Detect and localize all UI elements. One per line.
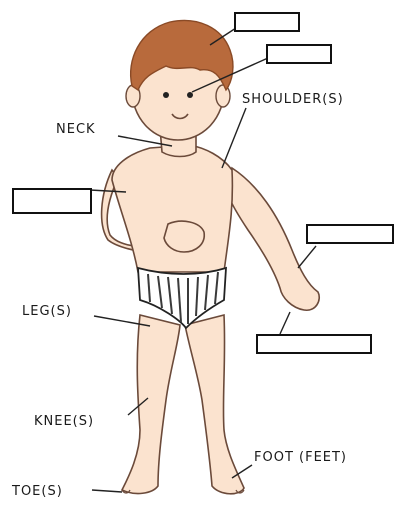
label-knees: KNEE(S) bbox=[34, 414, 94, 429]
label-neck: NECK bbox=[56, 122, 96, 137]
blank-box-hand[interactable] bbox=[256, 334, 372, 354]
right-eye bbox=[187, 92, 193, 98]
blank-box-eye[interactable] bbox=[266, 44, 332, 64]
torso bbox=[112, 145, 232, 272]
blank-box-hair[interactable] bbox=[234, 12, 300, 32]
left-eye bbox=[163, 92, 169, 98]
label-toes: TOE(S) bbox=[12, 484, 63, 499]
label-legs: LEG(S) bbox=[22, 304, 72, 319]
label-foot: FOOT (FEET) bbox=[254, 450, 347, 465]
blank-box-chest[interactable] bbox=[12, 188, 92, 214]
blank-box-arm[interactable] bbox=[306, 224, 394, 244]
label-shoulders: SHOULDER(S) bbox=[242, 92, 344, 107]
left-hand bbox=[164, 221, 204, 252]
